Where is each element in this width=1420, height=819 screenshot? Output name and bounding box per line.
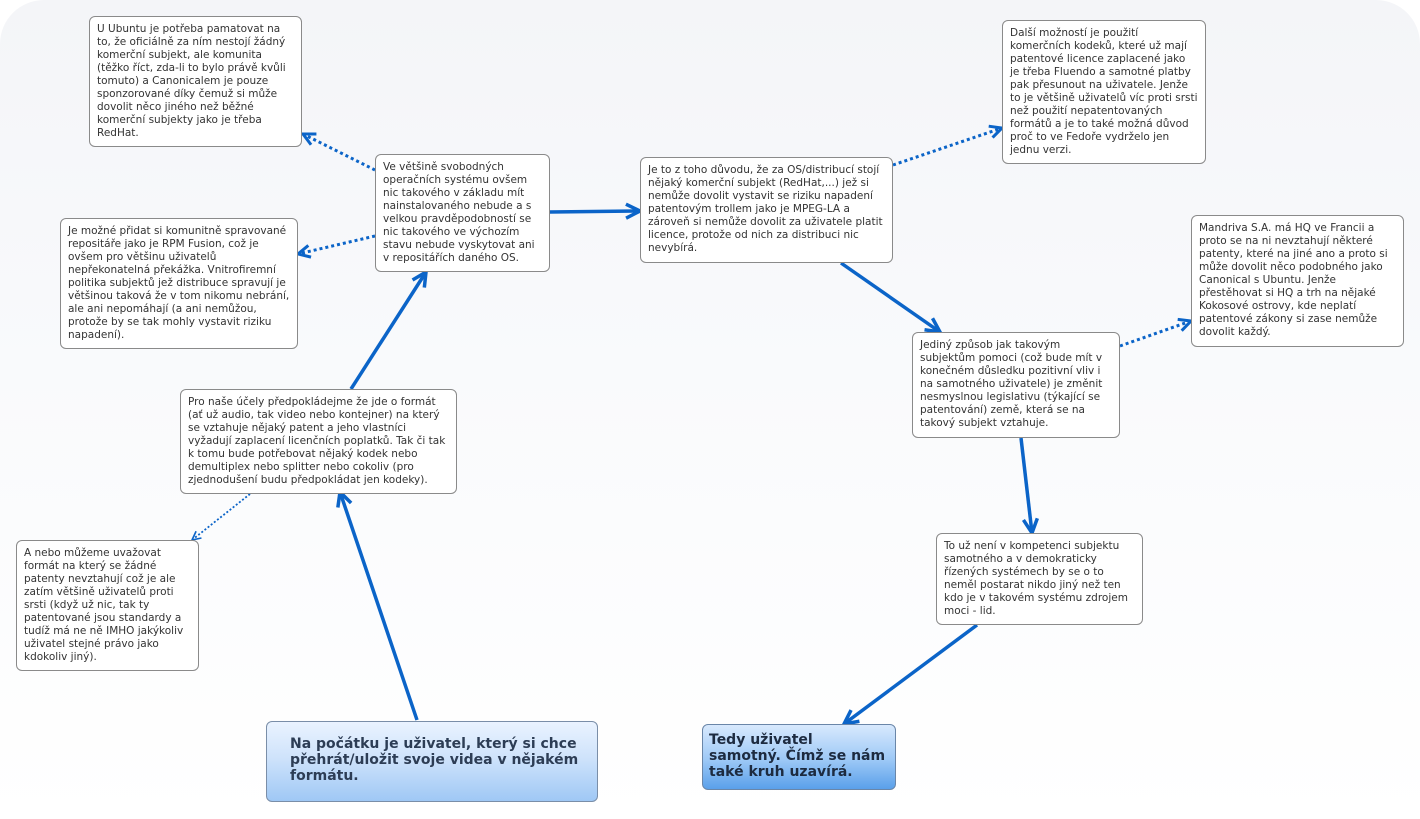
link-legislation-competence [1021,438,1032,533]
link-format-nopatent [192,494,250,540]
node-end[interactable]: Tedy uživatel samotný. Čímž se nám také … [702,724,896,790]
link-format-freeos [351,272,426,389]
link-freeos-reason [550,211,640,212]
node-competence[interactable]: To už není v kompetenci subjektu samotné… [936,533,1143,625]
link-freeos-ubuntu [303,134,375,170]
node-free-os[interactable]: Ve většině svobodných operačních systému… [375,154,550,272]
link-legislation-mandriva [1120,321,1191,346]
link-reason-commercial [893,128,1002,165]
link-freeos-rpmfusion [298,236,375,254]
node-ubuntu[interactable]: U Ubuntu je potřeba pamatovat na to, že … [89,16,302,147]
node-commercial-codecs[interactable]: Další možností je použití komerčních kod… [1002,20,1206,164]
node-mandriva[interactable]: Mandriva S.A. má HQ ve Francii a proto s… [1191,215,1404,347]
node-rpm-fusion[interactable]: Je možné přidat si komunitně spravované … [60,218,298,349]
link-root-format [340,492,417,720]
node-legislation[interactable]: Jediný způsob jak takovým subjektům pomo… [912,332,1120,438]
node-no-patent[interactable]: A nebo můžeme uvažovat formát na který s… [16,540,199,671]
node-reason[interactable]: Je to z toho důvodu, že za OS/distribucí… [640,157,893,263]
node-root[interactable]: Na počátku je uživatel, který si chce př… [266,721,598,802]
link-reason-legislation [841,263,940,332]
link-competence-end [844,625,977,724]
node-format[interactable]: Pro naše účely předpokládejme že jde o f… [180,389,457,494]
